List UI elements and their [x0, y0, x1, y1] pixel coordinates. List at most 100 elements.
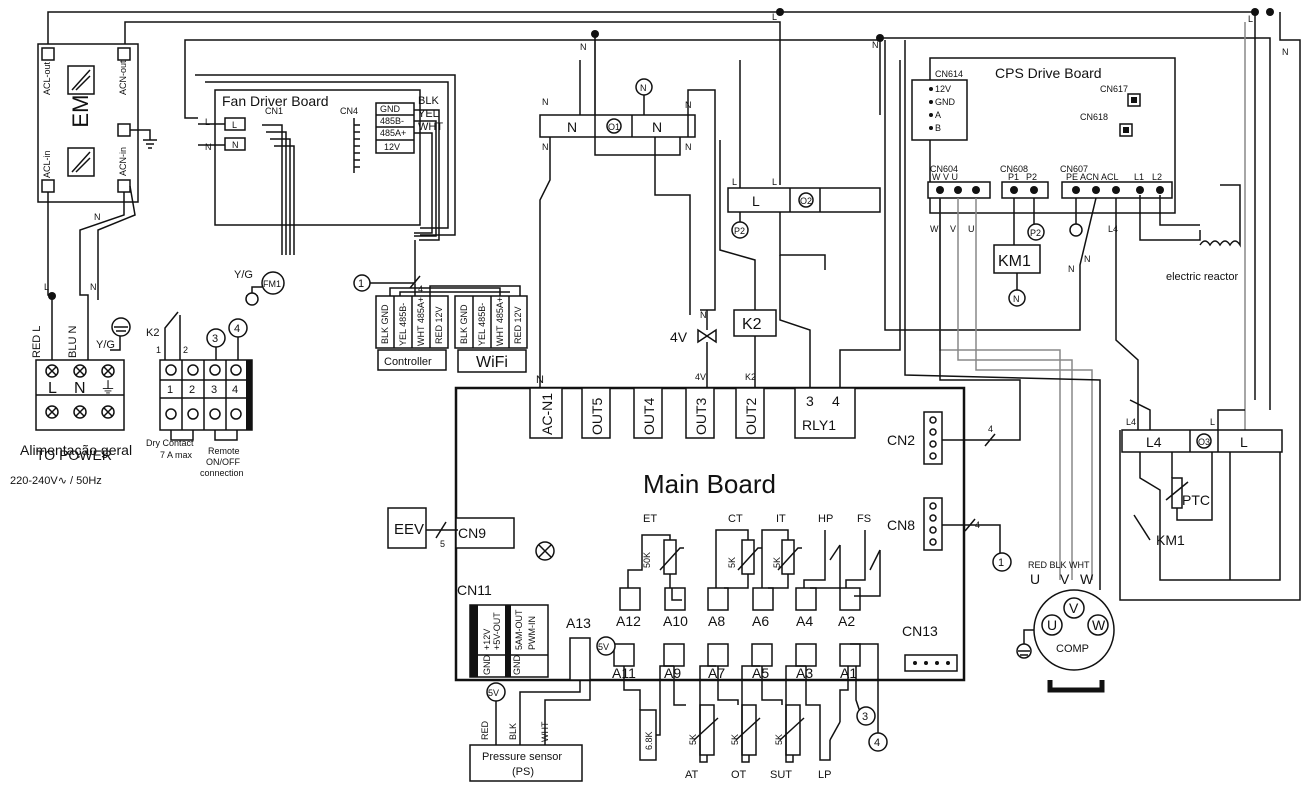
power-terminal-gnd: ⏚	[100, 379, 116, 397]
eev-label: EEV	[394, 521, 424, 538]
fan-wire-blk: BLK	[418, 95, 439, 107]
tag-l-right: L	[1210, 417, 1215, 427]
right-block: L4 O3 L PTC KM1 L4 L	[1121, 399, 1283, 581]
tag-l-top: L	[772, 12, 777, 22]
right-block-ptc: PTC	[1182, 492, 1210, 508]
ps-wire-blk: BLK	[508, 723, 518, 740]
port-a6: A6	[752, 613, 769, 629]
lower-ports: A13 A11 A9 A7 A5 A3 A1 5V	[566, 615, 861, 681]
tag-l-emi: L	[44, 282, 49, 292]
wifi-label: WiFi	[476, 354, 508, 371]
marker-5v-a13	[596, 636, 616, 656]
sensor-68k: 6.8K	[644, 731, 654, 750]
relay-block-o2: O2	[800, 196, 812, 206]
cps-cn614-b: B	[935, 123, 941, 133]
port-a8: A8	[708, 613, 725, 629]
tag-n-top2: N	[872, 40, 879, 50]
ps-wire-wht: WHT	[540, 721, 550, 742]
valve-4v	[697, 328, 717, 344]
wifi-pin-12v: RED 12V	[513, 306, 523, 344]
main-board: Main Board AC-N1 OUT5 OUT4 OUT3 OUT2 3 4…	[387, 60, 1021, 682]
comp-wire-colors: RED BLK WHT	[1028, 560, 1090, 570]
remote-label-3: connection	[200, 468, 244, 478]
sensor-sut-value: 5K	[774, 734, 784, 745]
tag-l-top2: L	[1248, 14, 1253, 24]
sensor-hp: HP	[818, 513, 833, 525]
emi-power-wires: L N N	[44, 185, 136, 360]
fan-pin-485a: 485A+	[380, 128, 406, 138]
cps-l2: L2	[1152, 172, 1162, 182]
marker-3-lp-label: 3	[862, 711, 868, 723]
remote-label-2: ON/OFF	[206, 457, 240, 467]
port-a4: A4	[796, 613, 813, 629]
relay-block-l-label: L	[752, 193, 760, 209]
port-a2: A2	[838, 613, 855, 629]
power-spec: 220-240V∿ / 50Hz	[10, 475, 102, 487]
main-cn9: CN9	[458, 525, 486, 541]
emi-acn-in: ACN-in	[118, 147, 128, 176]
fan-pin-485b: 485B-	[380, 116, 404, 126]
top-block-n-right: N	[652, 119, 662, 135]
sensor-at: AT	[685, 769, 699, 781]
remote-label-1: Remote	[208, 446, 240, 456]
main-out4: OUT4	[641, 397, 657, 435]
controller-wifi: 1 4 BLK GND YEL 485B- WHT 485A+ RED 12V …	[353, 240, 528, 373]
fan-motor-ground-label: Y/G	[234, 269, 253, 281]
cps-cn607: CN607	[1060, 164, 1088, 174]
right-block-o3: O3	[1198, 437, 1210, 447]
compressor: RED BLK WHT U V W U V W COMP	[1016, 560, 1115, 693]
emi-acn-in-terminal	[117, 179, 131, 193]
power-terminal-n: N	[74, 380, 86, 397]
cps-cn618: CN618	[1080, 112, 1108, 122]
emi-title: EMI	[68, 88, 93, 127]
tag-n-top: N	[580, 42, 587, 52]
power-wire-blu: BLU N	[67, 326, 79, 358]
comp-terminal-w: W	[1092, 617, 1106, 633]
emi-acl-in: ACL-in	[42, 150, 52, 178]
marker-4-dry-label: 4	[234, 323, 240, 335]
marker-1-cn8-label: 1	[998, 557, 1004, 569]
marker-4-lp-label: 4	[874, 737, 880, 749]
main-board-title: Main Board	[643, 469, 776, 499]
main-out2: OUT2	[743, 397, 759, 435]
power-wire-yg: Y/G	[96, 339, 115, 351]
top-block-n-left: N	[567, 119, 577, 135]
emi-acn-out: ACN-out	[118, 60, 128, 95]
cps-wire-w: W	[930, 224, 939, 234]
top-sensors: ET 50K CT 5K IT 5K HP FS	[627, 513, 881, 601]
tag-n-cps1: N	[1068, 264, 1075, 274]
main-cn2: CN2	[887, 432, 915, 448]
main-ac-n1: AC-N1	[539, 393, 555, 435]
power-terminal-l: L	[48, 380, 57, 397]
fan-driver-l: L	[232, 120, 237, 130]
fan-wire-wht: WHT	[418, 121, 443, 133]
cps-reactor: electric reactor	[1166, 271, 1238, 283]
emi-acl-in-terminal	[41, 179, 55, 193]
cn11-pin-gnd2: GND	[512, 655, 522, 676]
ps-wire-red: RED	[480, 720, 490, 740]
main-cn8: CN8	[887, 517, 915, 533]
right-block-km1: KM1	[1156, 532, 1185, 548]
cps-cn608-p2: P2	[1026, 172, 1037, 182]
controller-pin-485b: YEL 485B-	[398, 303, 408, 346]
sensor-it-value: 5K	[772, 557, 782, 568]
upper-ports: A12 A10 A8 A6 A4 A2	[616, 587, 861, 629]
cps-n-circle: N	[1013, 294, 1020, 304]
tag-n-cps2: N	[1084, 254, 1091, 264]
cps-l1: L1	[1134, 172, 1144, 182]
power-to-power: TO POWER	[36, 447, 112, 463]
km1-cps	[993, 244, 1041, 274]
power-title-overlap: Alimentação geral	[20, 442, 132, 458]
tag-n-block3: N	[685, 142, 692, 152]
dry-terminal-2: 2	[189, 384, 195, 396]
comp-phase-u: U	[1030, 571, 1040, 587]
cps-cn614-a: A	[935, 110, 941, 120]
relay-block-l: L O2 P2 L L	[719, 60, 881, 300]
fan-driver-cn1: CN1	[265, 106, 283, 116]
ps-label: Pressure sensor	[482, 751, 562, 763]
tag-n-right: N	[1282, 47, 1289, 57]
relay-block-p2: P2	[734, 226, 745, 236]
cps-km1: KM1	[998, 253, 1031, 270]
right-block-l4: L4	[1146, 434, 1162, 450]
